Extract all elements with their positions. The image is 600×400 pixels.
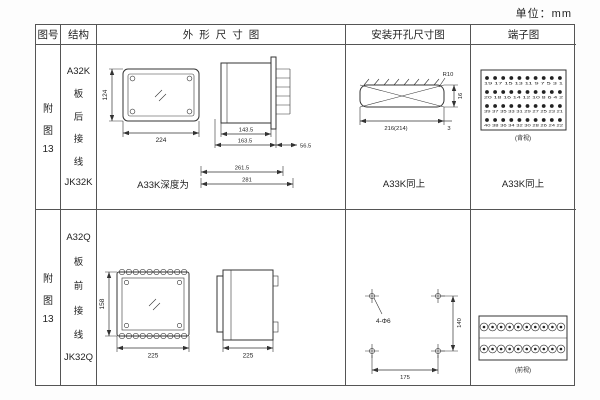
terminal-numbers-row3: 39 37 35 33 31 29 27 25 23 21 [484, 110, 563, 114]
front-view-label: (前视) [515, 366, 531, 374]
radius-label: R10 [443, 72, 454, 78]
dim-total-b-label: 281 [242, 178, 252, 184]
terminal-cell-row2: (前视) [471, 210, 576, 385]
dim-hole-height-label: 140 [457, 318, 463, 328]
structure-model-alt: JK32Q [63, 351, 94, 363]
spec-table: 图号 结构 外形尺寸图 安装开孔尺寸图 端子图 附 图 13 A32K 板 后 … [35, 24, 576, 386]
mounting-note: A33K同上 [383, 179, 426, 190]
outline-cell-row1: 124 224 143.5 163.5 56.5 [97, 45, 346, 210]
cutout-slot: R10 [359, 72, 454, 108]
front-view-dimensions: 124 224 [102, 68, 200, 144]
dim-side-width-label: 225 [243, 353, 254, 360]
dim-depth-b-label: 163.5 [238, 139, 253, 145]
dim-width-label: 224 [156, 137, 167, 144]
front-view-a32k [122, 68, 200, 122]
dim-hole-width-label: 175 [400, 375, 410, 381]
front-view-a32q [116, 268, 190, 340]
outline-drawing-a32k: 124 224 143.5 163.5 56.5 [102, 56, 311, 191]
structure-row2: A32Q 板 前 接 线 JK32Q [61, 210, 97, 385]
fig-no-row2: 附 图 13 [36, 210, 61, 385]
fig-no-row1: 附 图 13 [36, 45, 61, 210]
terminal-screw-centers [482, 325, 563, 351]
cutout-dimensions: 16 216(214) 3 [359, 84, 464, 132]
dim-height-label: 124 [102, 89, 109, 100]
fig-number: 13 [42, 314, 54, 325]
outline-cell-row2: 158 225 225 [97, 210, 346, 385]
terminal-pins [485, 76, 562, 122]
mounting-drawing-a32q: 4-Φ6 140 175 [365, 289, 463, 381]
structure-char-3: 接 [73, 305, 84, 317]
outline-drawing-a32q: 158 225 225 [99, 268, 279, 360]
terminal-numbers-row4: 40 38 36 34 32 30 28 26 24 22 [484, 124, 563, 128]
structure-model: A32Q [66, 232, 91, 244]
fig-char-1: 附 [43, 274, 53, 285]
header-mounting-dims: 安装开孔尺寸图 [346, 25, 471, 45]
fig-char-1: 附 [43, 103, 53, 115]
header-structure: 结构 [61, 25, 97, 45]
mounting-cell-row2: 4-Φ6 140 175 [346, 210, 471, 385]
hole-dimensions: 140 175 [371, 295, 463, 381]
structure-char-1: 板 [73, 88, 84, 100]
terminal-note: A33K同上 [502, 179, 545, 190]
unit-label: 单位：mm [515, 8, 572, 20]
structure-char-1: 板 [73, 256, 84, 268]
structure-char-3: 接 [73, 134, 84, 146]
dim-slot-gap-label: 3 [447, 126, 450, 132]
terminal-numbers-row1: 19 17 15 13 11 9 7 5 3 1 [484, 82, 563, 86]
header-fig-no: 图号 [36, 25, 61, 45]
dim-slot-width-label: 216(214) [384, 126, 407, 132]
dim-depth-a-label: 143.5 [239, 128, 254, 134]
terminal-cell-row1: 19 17 15 13 11 9 7 5 3 1 20 18 16 14 12 … [471, 45, 576, 210]
terminal-block-front-view [478, 315, 568, 361]
terminal-screws [479, 322, 566, 354]
depth-note: A33K深度为 [137, 179, 189, 191]
fig-char-2: 图 [43, 296, 53, 307]
side-view-dimensions: 143.5 163.5 56.5 [214, 119, 311, 150]
structure-char-2: 后 [73, 111, 84, 123]
dim-total-a-label: 261.5 [235, 166, 250, 172]
mounting-cell-row1: R10 16 216(214) 3 A33K同上 [346, 45, 471, 210]
structure-row1: A32K 板 后 接 线 JK32K [61, 45, 97, 210]
side-view-dimensions: 225 [222, 340, 274, 360]
structure-model: A32K [66, 65, 91, 77]
depth-note-dimensions: A33K深度为 261.5 281 [137, 166, 294, 191]
side-view-a32q [216, 269, 279, 341]
terminal-bumps [118, 268, 188, 340]
fig-char-2: 图 [43, 125, 53, 137]
structure-model-alt: JK32K [64, 177, 93, 189]
dim-rear-label: 56.5 [300, 144, 311, 150]
front-view-dimensions: 158 225 [99, 271, 190, 360]
structure-char-4: 线 [73, 157, 84, 169]
terminal-drawing-a32q: (前视) [478, 315, 568, 374]
dim-height-label: 158 [99, 298, 106, 309]
terminal-block-back-view: 19 17 15 13 11 9 7 5 3 1 20 18 16 14 12 … [480, 69, 567, 131]
dim-width-label: 225 [148, 353, 159, 360]
mounting-holes: 4-Φ6 [365, 289, 445, 358]
terminal-numbers-row2: 20 18 16 14 12 10 8 6 4 2 [484, 96, 563, 100]
dim-slot-height-label: 16 [458, 93, 464, 99]
terminal-drawing-a32k: 19 17 15 13 11 9 7 5 3 1 20 18 16 14 12 … [480, 69, 567, 190]
back-view-label: (背视) [515, 134, 531, 142]
structure-char-4: 线 [73, 330, 84, 342]
hole-spec-label: 4-Φ6 [376, 318, 391, 325]
header-outline-dims: 外形尺寸图 [97, 25, 346, 45]
mounting-drawing-a32k: R10 16 216(214) 3 A33K同上 [359, 72, 464, 190]
structure-char-2: 前 [73, 281, 84, 293]
header-terminal-diagram: 端子图 [471, 25, 576, 45]
fig-number: 13 [42, 143, 54, 155]
side-view-a32k [220, 56, 291, 130]
